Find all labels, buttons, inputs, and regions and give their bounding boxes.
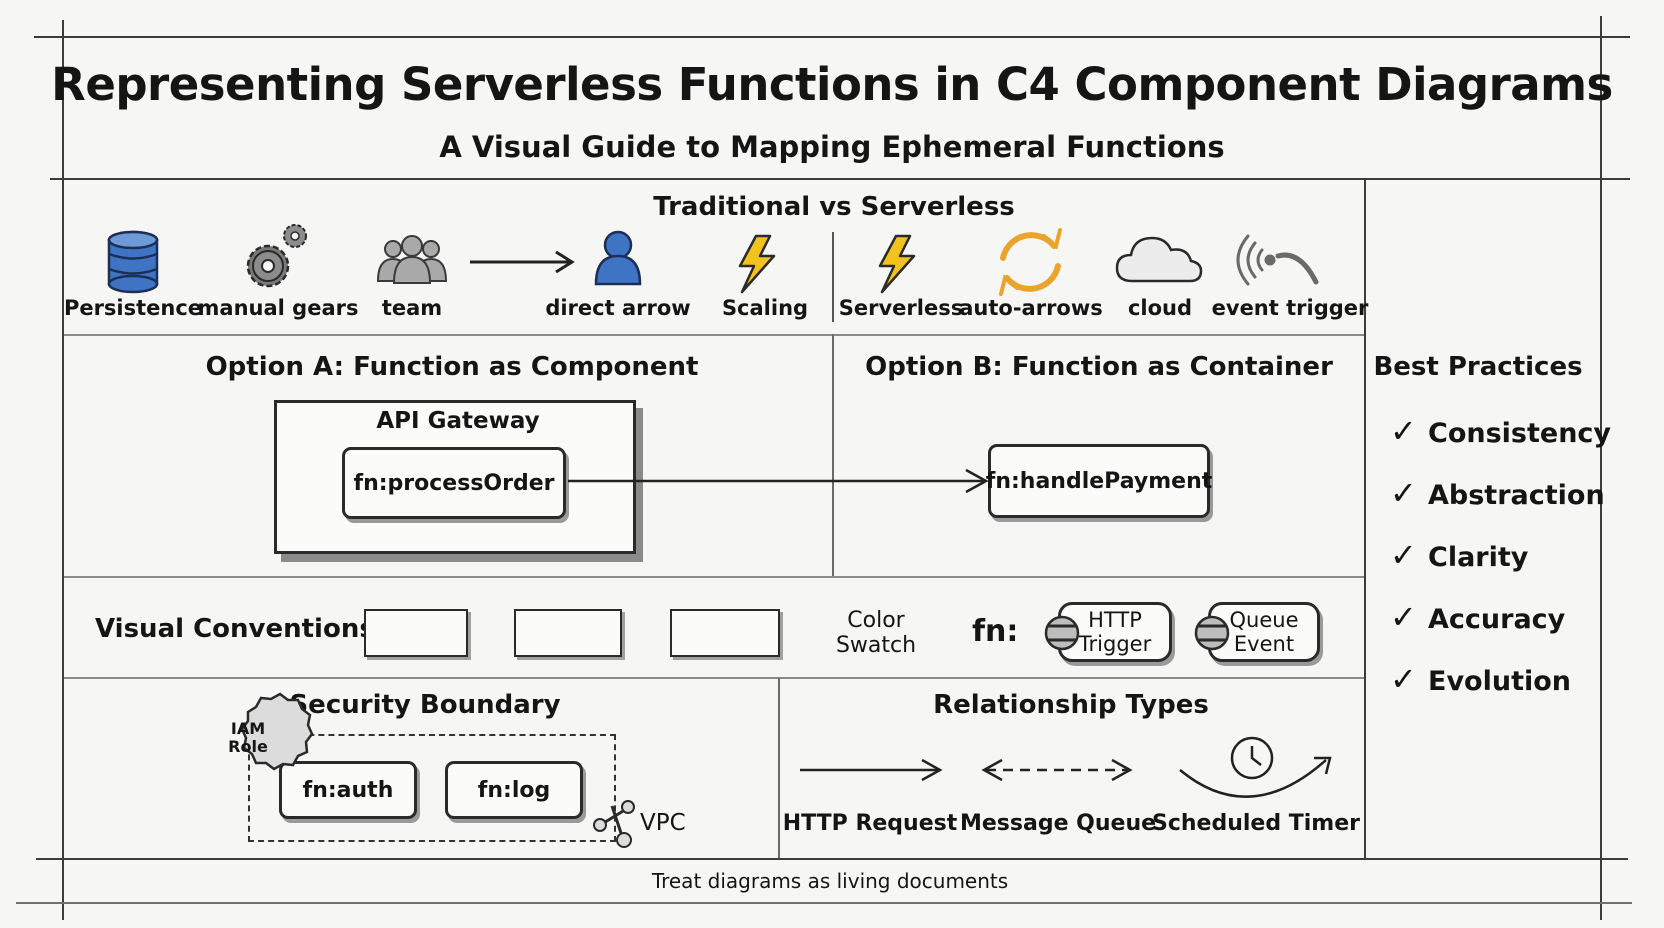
frame-top-line	[34, 36, 1630, 38]
queue-event-badge: Queue Event	[1208, 602, 1320, 662]
security-title: Security Boundary	[289, 690, 561, 720]
comparison-title: Traditional vs Serverless	[653, 192, 1015, 222]
sync-arrows-icon	[999, 228, 1062, 296]
check-icon: ✓	[1390, 412, 1417, 450]
practice-label: Evolution	[1428, 666, 1572, 697]
relationship-label-http: HTTP Request	[782, 811, 958, 836]
queue-event-line-1: Queue	[1229, 608, 1299, 632]
arrow-icon	[470, 250, 575, 274]
lightning-icon	[738, 234, 776, 294]
iam-badge-line-1: IAM	[230, 719, 266, 738]
icon-label-manual-gears: manual gears	[197, 296, 359, 320]
http-trigger-line-2: Trigger	[1078, 632, 1152, 656]
comparison-separator	[832, 232, 834, 322]
practice-accuracy: ✓ Accuracy	[1390, 598, 1565, 636]
team-icon	[376, 235, 448, 284]
frame-right-line	[1600, 16, 1602, 920]
option-a-title: Option A: Function as Component	[205, 352, 699, 382]
icon-label-persistence: Persistence	[63, 296, 203, 320]
relationship-label-queue: Message Queue	[959, 811, 1157, 836]
footer-note: Treat diagrams as living documents	[651, 869, 1009, 893]
convention-swatch-3	[670, 609, 780, 657]
check-icon: ✓	[1390, 660, 1417, 698]
api-gateway-label: API Gateway	[376, 408, 540, 434]
icon-label-direct-arrow: direct arrow	[545, 296, 691, 320]
cloud-icon	[1115, 236, 1203, 283]
page-title: Representing Serverless Functions in C4 …	[51, 58, 1613, 111]
clock-icon	[1230, 736, 1274, 780]
practice-label: Clarity	[1428, 542, 1529, 573]
fn-log: fn:log	[445, 761, 583, 819]
practice-abstraction: ✓ Abstraction	[1390, 474, 1605, 512]
security-boundary	[248, 734, 616, 842]
page-subtitle: A Visual Guide to Mapping Ephemeral Func…	[439, 130, 1225, 164]
options-bottom-line	[64, 576, 1364, 578]
icon-label-auto-arrows: auto-arrows	[959, 296, 1103, 320]
iam-badge-icon	[240, 692, 314, 771]
frame-left-line	[62, 20, 64, 920]
practice-label: Accuracy	[1428, 604, 1566, 635]
convention-swatch-1	[364, 609, 468, 657]
options-divider	[832, 334, 834, 576]
icon-label-scaling: Scaling	[721, 296, 809, 320]
icon-label-event-trigger: event trigger	[1211, 296, 1369, 320]
practice-label: Consistency	[1428, 418, 1612, 449]
option-b-title: Option B: Function as Container	[865, 352, 1333, 382]
database-icon	[107, 230, 159, 294]
practice-evolution: ✓ Evolution	[1390, 660, 1571, 698]
icon-label-serverless: Serverless	[838, 296, 964, 320]
security-divider	[778, 678, 780, 858]
curved-arrow-icon	[1179, 756, 1332, 798]
signal-icon	[1236, 234, 1319, 286]
conventions-title: Visual Conventions	[95, 614, 375, 644]
icon-label-cloud: cloud	[1127, 296, 1193, 320]
convention-swatch-2	[514, 609, 622, 657]
http-trigger-line-1: HTTP	[1088, 608, 1142, 632]
fn-handle-payment: fn:handlePayment	[986, 444, 1212, 518]
swatch-label-line-1: Color	[847, 608, 905, 633]
lightning-icon	[878, 234, 916, 294]
practice-clarity: ✓ Clarity	[1390, 536, 1528, 574]
icon-label-team: team	[381, 296, 443, 320]
title-divider	[50, 178, 1630, 180]
trigger-bolt-icon	[1194, 615, 1230, 651]
fn-process-order: fn:processOrder	[342, 447, 566, 519]
trigger-bolt-icon	[1044, 615, 1080, 651]
iam-badge-line-2: Role	[228, 737, 268, 756]
icons-divider	[64, 334, 1364, 336]
best-practices-title: Best Practices	[1373, 352, 1583, 382]
sidebar-divider	[1364, 180, 1366, 858]
solid-arrow-icon	[800, 758, 943, 782]
http-trigger-badge: HTTP Trigger	[1058, 602, 1172, 662]
person-icon	[594, 230, 642, 286]
vpc-label: VPC	[640, 810, 686, 836]
gears-icon	[246, 224, 307, 288]
check-icon: ✓	[1390, 536, 1417, 574]
relationships-title: Relationship Types	[933, 690, 1209, 720]
footer-bottom-line	[16, 902, 1632, 904]
practice-label: Abstraction	[1428, 480, 1605, 511]
footer-top-line	[36, 858, 1628, 860]
conventions-bottom-line	[64, 677, 1364, 679]
vpc-icon	[593, 800, 635, 848]
fn-prefix: fn:	[972, 614, 1019, 649]
dashed-arrow-icon	[981, 758, 1133, 782]
practice-consistency: ✓ Consistency	[1390, 412, 1611, 450]
fn-auth: fn:auth	[279, 761, 417, 819]
queue-event-line-2: Event	[1233, 632, 1295, 656]
swatch-label-line-2: Swatch	[835, 633, 917, 658]
relationship-label-timer: Scheduled Timer	[1152, 811, 1360, 836]
check-icon: ✓	[1390, 474, 1417, 512]
check-icon: ✓	[1390, 598, 1417, 636]
